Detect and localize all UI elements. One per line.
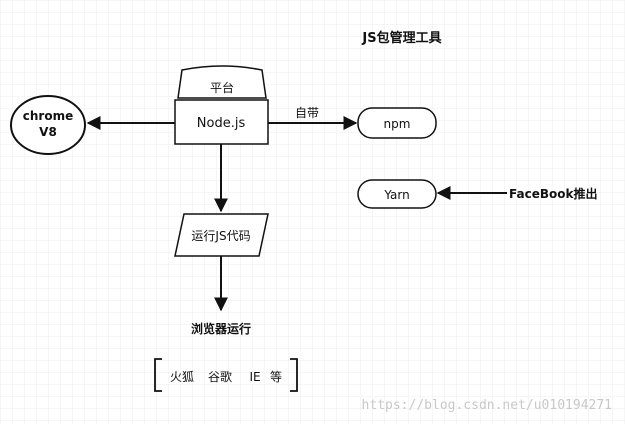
watermark: https://blog.csdn.net/u010194271	[362, 398, 612, 413]
bracket-left	[154, 358, 162, 392]
browser-chrome: 谷歌	[208, 369, 232, 384]
browser-etc: 等	[270, 370, 282, 384]
browser-run-label: 浏览器运行	[191, 321, 251, 336]
platform-label: 平台	[210, 80, 234, 95]
yarn-label: Yarn	[383, 188, 409, 202]
chrome-v8-node	[10, 95, 86, 155]
chrome-label: chrome	[23, 109, 73, 123]
platform-banner	[177, 65, 267, 99]
npm-label: npm	[384, 117, 411, 131]
browser-ie: IE	[249, 370, 260, 384]
facebook-edge-label: FaceBook推出	[509, 186, 597, 201]
diagram-title: JS包管理工具	[361, 30, 441, 46]
run-js-node	[174, 213, 269, 257]
nodejs-label: Node.js	[197, 116, 246, 131]
browser-firefox: 火狐	[170, 370, 194, 384]
yarn-box	[357, 179, 437, 209]
v8-label: V8	[39, 125, 57, 139]
run-js-label: 运行JS代码	[191, 229, 250, 243]
npm-box	[357, 107, 437, 139]
builtin-edge-label: 自带	[295, 106, 319, 120]
bracket-right	[290, 358, 298, 392]
